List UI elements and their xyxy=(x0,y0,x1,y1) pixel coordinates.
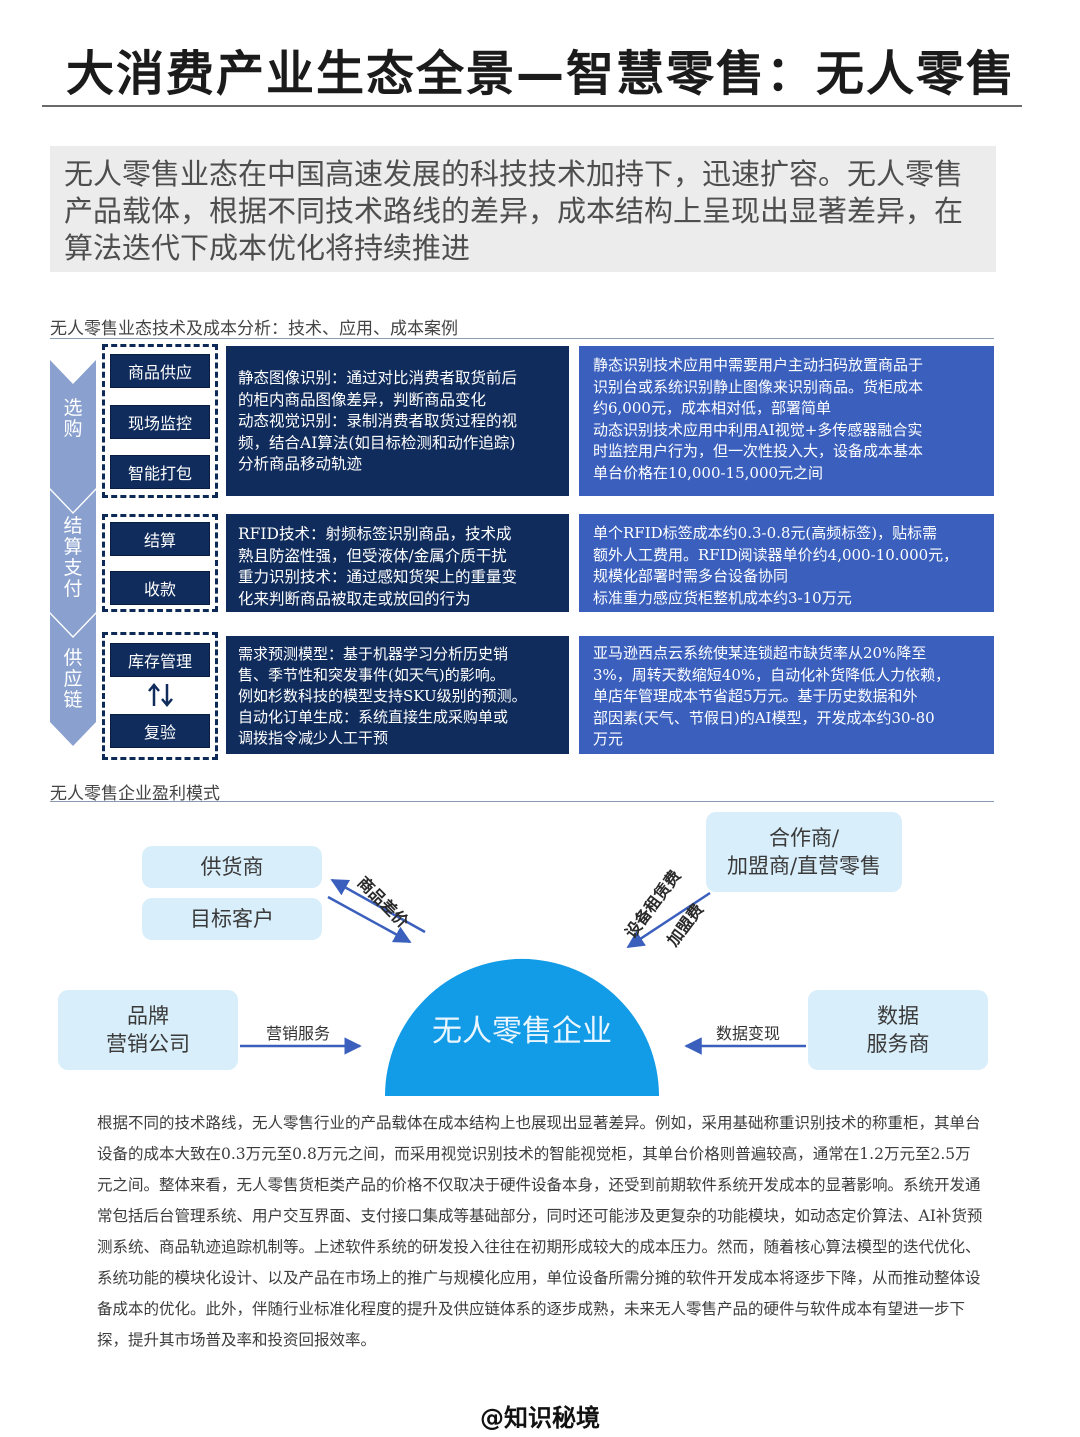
button-recheck[interactable]: 复验 xyxy=(110,714,210,748)
chevron-purchase xyxy=(50,360,96,512)
customer-box: 目标客户 xyxy=(142,898,322,940)
center-bubble xyxy=(384,958,659,1096)
arrow-to-supplier xyxy=(330,878,426,934)
swap-arrows-icon xyxy=(148,683,173,707)
profit-section-rule xyxy=(50,801,994,802)
partner-box: 合作商/ 加盟商/直营零售 xyxy=(706,812,902,892)
profit-diagram-graphics xyxy=(240,878,806,1096)
brand-box: 品牌 营销公司 xyxy=(58,990,238,1070)
button-checkout[interactable]: 结算 xyxy=(110,522,210,556)
cost-panel-purchase: 静态识别技术应用中需要用户主动扫码放置商品于 识别台或系统识别静止图像来识别商品… xyxy=(579,346,994,496)
summary-text: 无人零售业态在中国高速发展的科技技术加持下，迅速扩容。无人零售产品载体，根据不同… xyxy=(64,157,964,265)
tech-section-rule xyxy=(50,338,994,339)
supply-button-group xyxy=(102,632,218,760)
tech-section-label: 无人零售业态技术及成本分析：技术、应用、成本案例 xyxy=(50,319,458,339)
button-goods-supply[interactable]: 商品供应 xyxy=(110,354,210,388)
chevron-payment-label: 结算 支付 xyxy=(63,515,83,600)
label-data-monetize: 数据变现 xyxy=(716,1024,781,1043)
tech-panel-supply: 需求预测模型：基于机器学习分析历史销 售、季节性和突发事件(如天气)的影响。 例… xyxy=(226,636,569,754)
body-paragraph: 根据不同的技术路线，无人零售行业的产品载体在成本结构上也展现出显著差异。例如，采… xyxy=(97,1114,983,1349)
data-provider-box: 数据 服务商 xyxy=(808,990,988,1070)
center-label: 无人零售企业 xyxy=(432,1014,612,1049)
tech-panel-purchase: 静态图像识别：通过对比消费者取货前后 的柜内商品图像差异，判断商品变化 动态视觉… xyxy=(226,346,569,496)
profit-section-label: 无人零售企业盈利模式 xyxy=(50,784,220,804)
stage-chevrons xyxy=(50,360,96,746)
chevron-supply-label: 供应 链 xyxy=(63,647,83,711)
label-marketing-service: 营销服务 xyxy=(266,1024,331,1043)
supplier-box: 供货商 xyxy=(142,846,322,888)
chevron-supply xyxy=(50,614,96,746)
title-divider xyxy=(42,105,1022,107)
payment-button-group xyxy=(102,514,218,612)
button-collect[interactable]: 收款 xyxy=(110,571,210,605)
arrow-from-customer xyxy=(327,895,412,944)
watermark: @知识秘境 xyxy=(480,1404,600,1432)
cost-panel-payment: 单个RFID标签成本约0.3-0.8元(高频标签)，贴标需 额外人工费用。RFI… xyxy=(579,514,994,612)
cost-panel-supply: 亚马逊西点云系统使某连锁超市缺货率从20%降至 3%，周转天数缩短40%，自动化… xyxy=(579,636,994,754)
button-smart-pack[interactable]: 智能打包 xyxy=(110,455,210,489)
arrow-from-partner xyxy=(626,891,711,949)
summary-box: 无人零售业态在中国高速发展的科技技术加持下，迅速扩容。无人零售产品载体，根据不同… xyxy=(50,146,996,272)
chevron-purchase-label: 选购 xyxy=(63,397,83,440)
tech-panel-payment: RFID技术：射频标签识别商品，技术成 熟且防盗性强，但受液体/金属介质干扰 重… xyxy=(226,514,569,612)
button-site-monitor[interactable]: 现场监控 xyxy=(110,405,210,439)
button-inventory[interactable]: 库存管理 xyxy=(110,643,210,677)
purchase-button-group xyxy=(102,344,218,498)
chevron-payment xyxy=(50,490,96,636)
page-title: 大消费产业生态全景—智慧零售：无人零售 xyxy=(66,46,1017,102)
